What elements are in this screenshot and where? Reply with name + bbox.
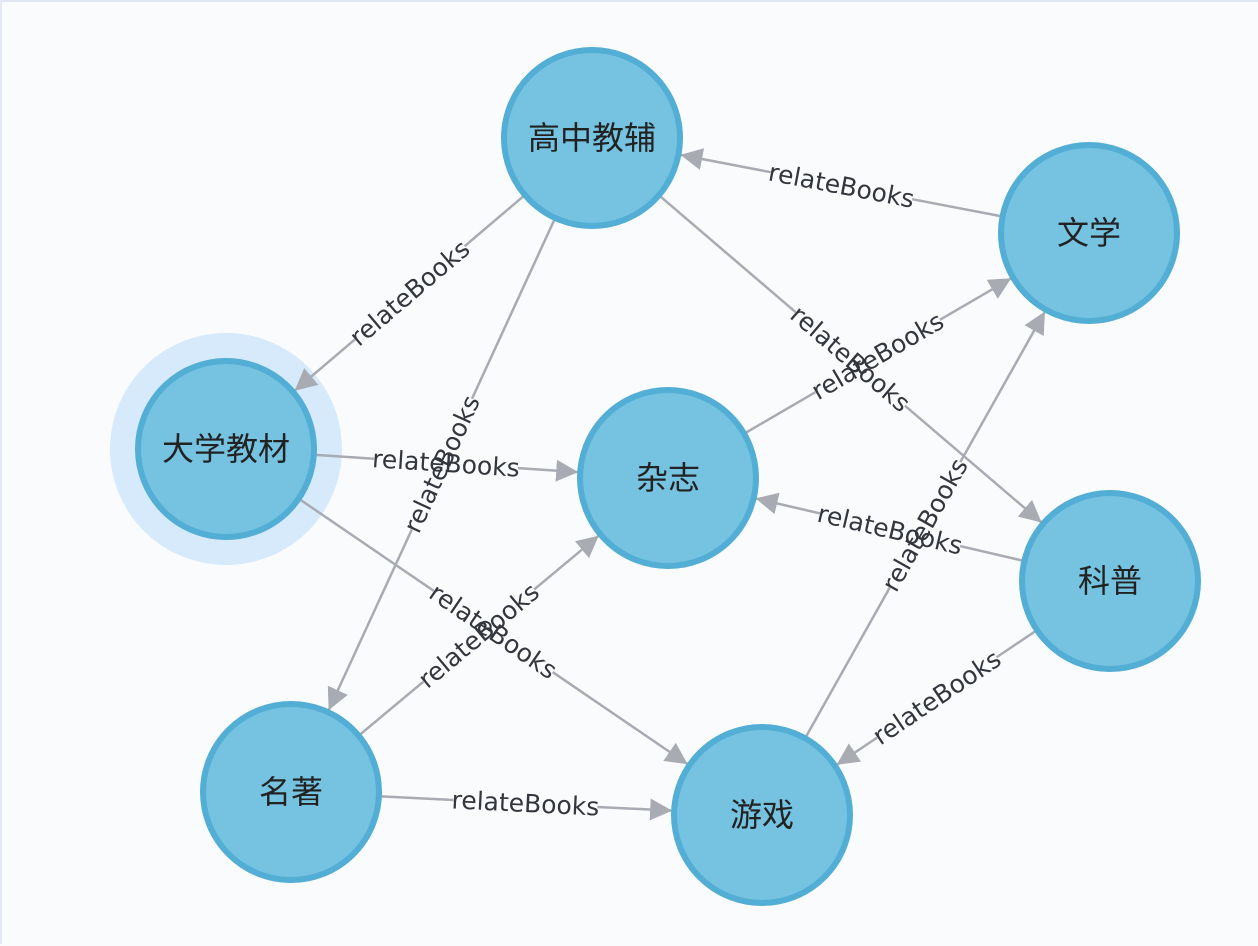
node-circle[interactable] xyxy=(671,724,853,906)
edge-label: relateBooks xyxy=(451,785,600,821)
edge-wenxue-to-gaozhong[interactable]: relateBooks xyxy=(680,148,1003,218)
edge-arrow-line xyxy=(327,528,413,711)
edge-arrow-line xyxy=(755,492,821,515)
edge-kepu-to-youxi[interactable]: relateBooks xyxy=(835,629,1038,766)
edge-line xyxy=(911,197,1003,218)
edge-line xyxy=(297,497,435,592)
edge-label: relateBooks xyxy=(344,234,475,352)
node-circle[interactable] xyxy=(501,47,683,229)
edge-line xyxy=(804,587,891,739)
edge-arrow-line xyxy=(551,671,689,766)
node-gaozhong[interactable]: 高中教辅 xyxy=(501,47,683,229)
edge-line xyxy=(658,194,797,314)
edge-label: relateBooks xyxy=(371,444,520,483)
node-zazhi[interactable]: 杂志 xyxy=(577,387,759,569)
node-circle[interactable] xyxy=(998,142,1180,324)
node-youxi[interactable]: 游戏 xyxy=(671,724,853,906)
edge-arrow-line xyxy=(533,534,600,591)
edge-arrow-line xyxy=(293,338,356,392)
edge-arrow-line xyxy=(835,736,878,766)
edge-line xyxy=(463,194,526,248)
edge-label: relateBooks xyxy=(867,644,1006,751)
edge-arrow-line xyxy=(939,277,1012,321)
node-daxue[interactable]: 大学教材 xyxy=(135,358,317,540)
edge-arrow-line xyxy=(680,148,771,174)
edge-line xyxy=(743,391,817,435)
edge-daxue-to-zazhi[interactable]: relateBooks xyxy=(313,444,579,483)
edge-arrow-line xyxy=(904,404,1043,524)
edge-arrow-line xyxy=(959,310,1047,463)
edge-arrow-line xyxy=(517,459,579,482)
edge-line xyxy=(470,217,557,400)
edge-line xyxy=(378,795,454,802)
node-circle[interactable] xyxy=(577,387,759,569)
edge-line xyxy=(357,680,425,737)
edge-line xyxy=(959,544,1025,563)
edge-line xyxy=(313,453,375,460)
edge-kepu-to-zazhi[interactable]: relateBooks xyxy=(755,492,1025,563)
edge-mingzhu-to-youxi[interactable]: relateBooks xyxy=(378,785,673,822)
node-circle[interactable] xyxy=(1019,490,1201,672)
edge-arrow-line xyxy=(597,798,673,821)
edge-line xyxy=(995,629,1038,659)
node-circle[interactable] xyxy=(200,701,382,883)
node-wenxue[interactable]: 文学 xyxy=(998,142,1180,324)
node-kepu[interactable]: 科普 xyxy=(1019,490,1201,672)
node-circle[interactable] xyxy=(135,358,317,540)
node-mingzhu[interactable]: 名著 xyxy=(200,701,382,883)
edge-label: relateBooks xyxy=(766,158,917,214)
